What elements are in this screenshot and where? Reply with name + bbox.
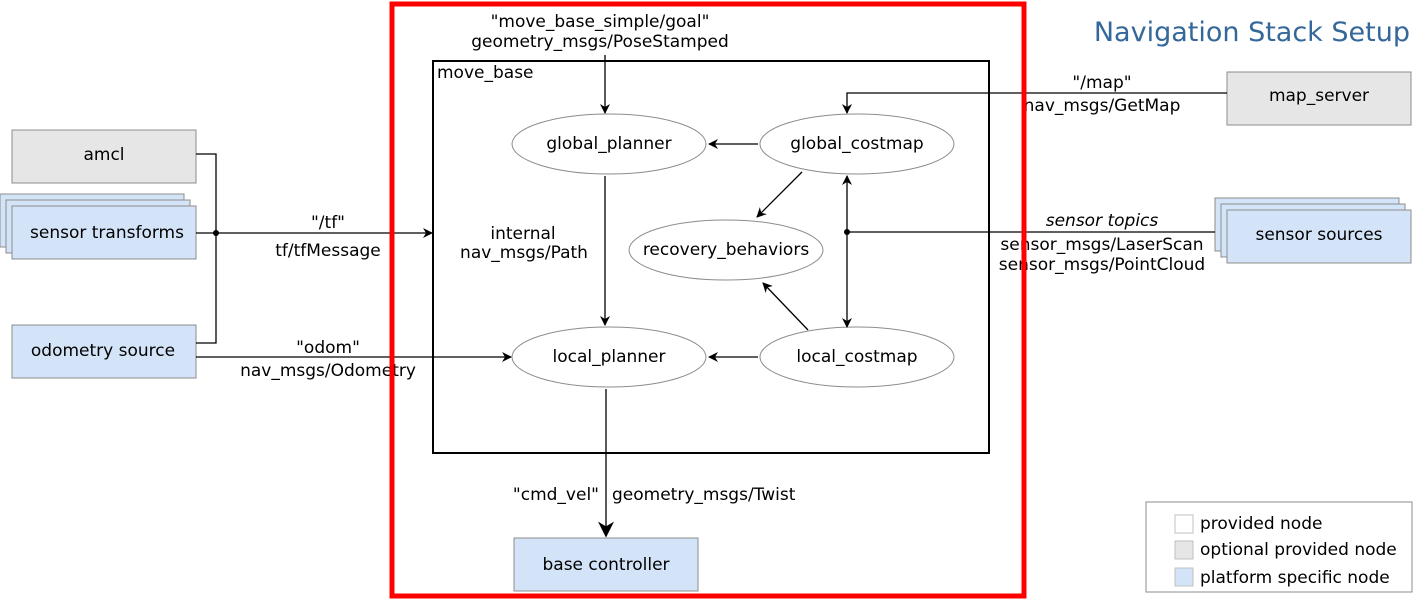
odom-type-label: nav_msgs/Odometry [240, 361, 416, 381]
local-costmap-node[interactable] [759, 326, 955, 388]
map-edge [842, 92, 1227, 114]
sensor-sources-label: sensor sources [1255, 225, 1382, 245]
local-costmap-to-recovery-edge [762, 282, 809, 331]
move-base-container [432, 60, 990, 454]
legend-swatch-optional [1174, 540, 1194, 560]
highlight-box [389, 1, 1027, 599]
sensor-junction [844, 229, 850, 235]
legend-swatch-platform [1174, 567, 1194, 587]
amcl-label: amcl [83, 145, 124, 165]
sensor-sources-node[interactable] [1214, 197, 1412, 264]
sensor-topics-label: sensor topics [1046, 211, 1159, 231]
base-controller-label: base controller [542, 555, 669, 575]
tf-junction [213, 230, 219, 236]
legend-provided-label: provided node [1200, 514, 1322, 534]
local-planner-node[interactable] [511, 326, 707, 388]
path-type-label: nav_msgs/Path [460, 243, 588, 263]
map-server-node[interactable] [1226, 71, 1412, 126]
map-server-label: map_server [1269, 86, 1369, 106]
local-planner-label: local_planner [552, 347, 665, 367]
goal-topic-label: "move_base_simple/goal" [491, 12, 710, 32]
cmd-vel-label: "cmd_vel" [513, 485, 599, 505]
recovery-behaviors-node[interactable] [628, 219, 824, 281]
legend-platform-label: platform specific node [1200, 568, 1390, 588]
local-costmap-label: local_costmap [796, 347, 917, 367]
amcl-node[interactable] [11, 129, 197, 184]
legend-optional-label: optional provided node [1200, 540, 1397, 560]
diagram-title: Navigation Stack Setup [1094, 17, 1410, 48]
tf-type-label: tf/tfMessage [275, 241, 381, 261]
sensor-transforms-node[interactable] [0, 193, 197, 260]
base-controller-node[interactable] [513, 537, 699, 592]
map-topic-label: "/map" [1072, 73, 1131, 93]
odometry-source-node[interactable] [11, 324, 197, 379]
odometry-source-label: odometry source [31, 341, 175, 361]
global-planner-label: global_planner [546, 134, 671, 154]
move-base-label: move_base [437, 63, 534, 83]
internal-label: internal [490, 224, 555, 244]
tf-topic-label: "/tf" [311, 213, 345, 233]
recovery-behaviors-label: recovery_behaviors [643, 240, 810, 260]
global-costmap-node[interactable] [759, 113, 955, 175]
odom-topic-label: "odom" [296, 338, 360, 358]
laserscan-label: sensor_msgs/LaserScan [1000, 235, 1203, 255]
global-costmap-to-recovery-edge [756, 171, 803, 218]
legend-swatch-provided [1174, 514, 1194, 534]
goal-type-label: geometry_msgs/PoseStamped [471, 32, 729, 52]
tf-bus-edge [196, 153, 217, 344]
sensor-transforms-label: sensor transforms [30, 223, 184, 243]
pointcloud-label: sensor_msgs/PointCloud [999, 255, 1205, 275]
global-planner-node[interactable] [511, 113, 707, 175]
global-costmap-label: global_costmap [790, 134, 923, 154]
map-type-label: nav_msgs/GetMap [1024, 96, 1181, 116]
twist-label: geometry_msgs/Twist [612, 485, 796, 505]
